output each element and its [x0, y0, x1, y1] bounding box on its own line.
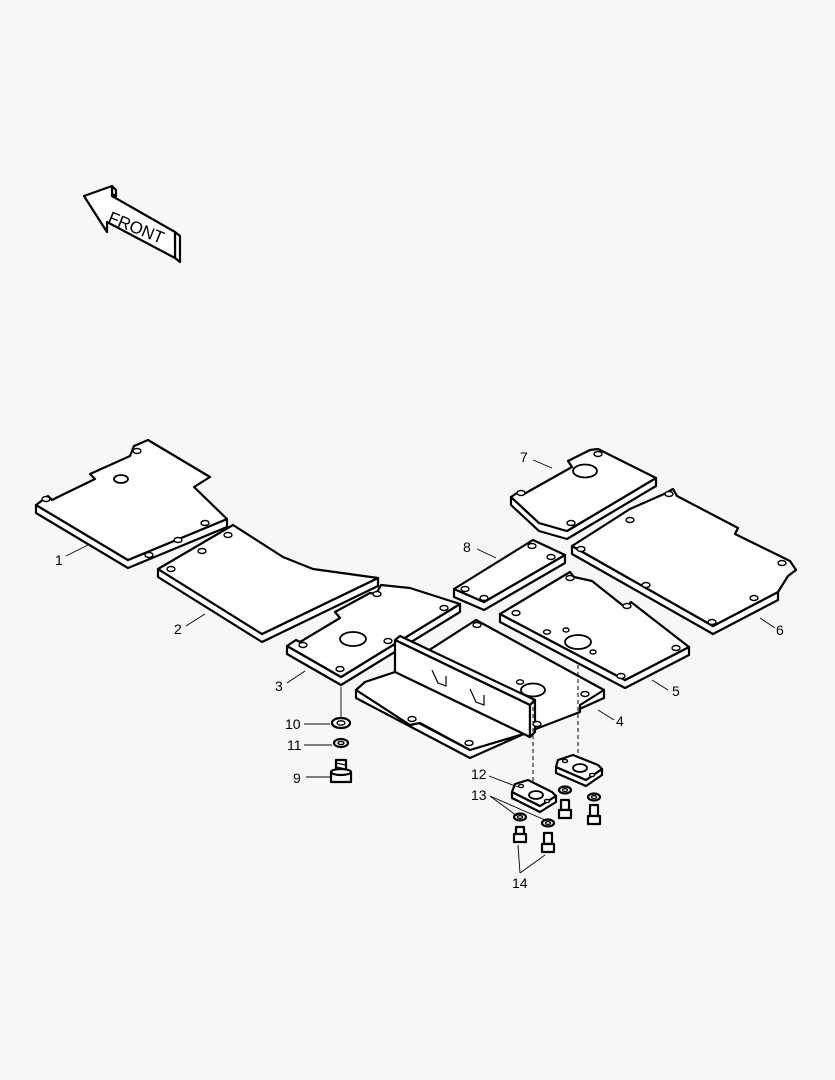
part-13-washers	[512, 785, 602, 828]
part-12-flange-right	[554, 753, 604, 788]
part-2-plate	[156, 523, 380, 644]
callout-9: 9	[293, 770, 301, 786]
callout-5: 5	[672, 683, 680, 699]
callout-13: 13	[471, 787, 487, 803]
callout-1: 1	[55, 552, 63, 568]
callout-7: 7	[520, 449, 528, 465]
part-6-plate	[570, 487, 798, 636]
callouts: 1 2 3 4 5 6 7 8 9 10 11 12 13 14	[55, 449, 784, 891]
part-5-plate	[498, 570, 691, 690]
callout-10: 10	[285, 716, 301, 732]
leader-lines	[65, 459, 776, 874]
part-9-bolt	[329, 758, 353, 784]
callout-3: 3	[275, 678, 283, 694]
part-1-plate	[34, 438, 229, 570]
callout-6: 6	[776, 622, 784, 638]
part-4-plate	[354, 618, 606, 795]
callout-12: 12	[471, 766, 487, 782]
callout-8: 8	[463, 539, 471, 555]
part-10-washer	[330, 716, 352, 730]
callout-11: 11	[287, 737, 302, 753]
part-11-lock-washer	[332, 737, 350, 749]
part-8-plate	[452, 538, 567, 612]
callout-2: 2	[174, 621, 182, 637]
part-12-flange-left	[510, 778, 558, 814]
front-arrow: FRONT	[82, 184, 182, 264]
part-7-plate	[509, 447, 658, 541]
callout-14: 14	[512, 875, 528, 891]
callout-4: 4	[616, 713, 624, 729]
part-3-plate	[285, 583, 462, 720]
part-14-bolts	[512, 798, 602, 854]
